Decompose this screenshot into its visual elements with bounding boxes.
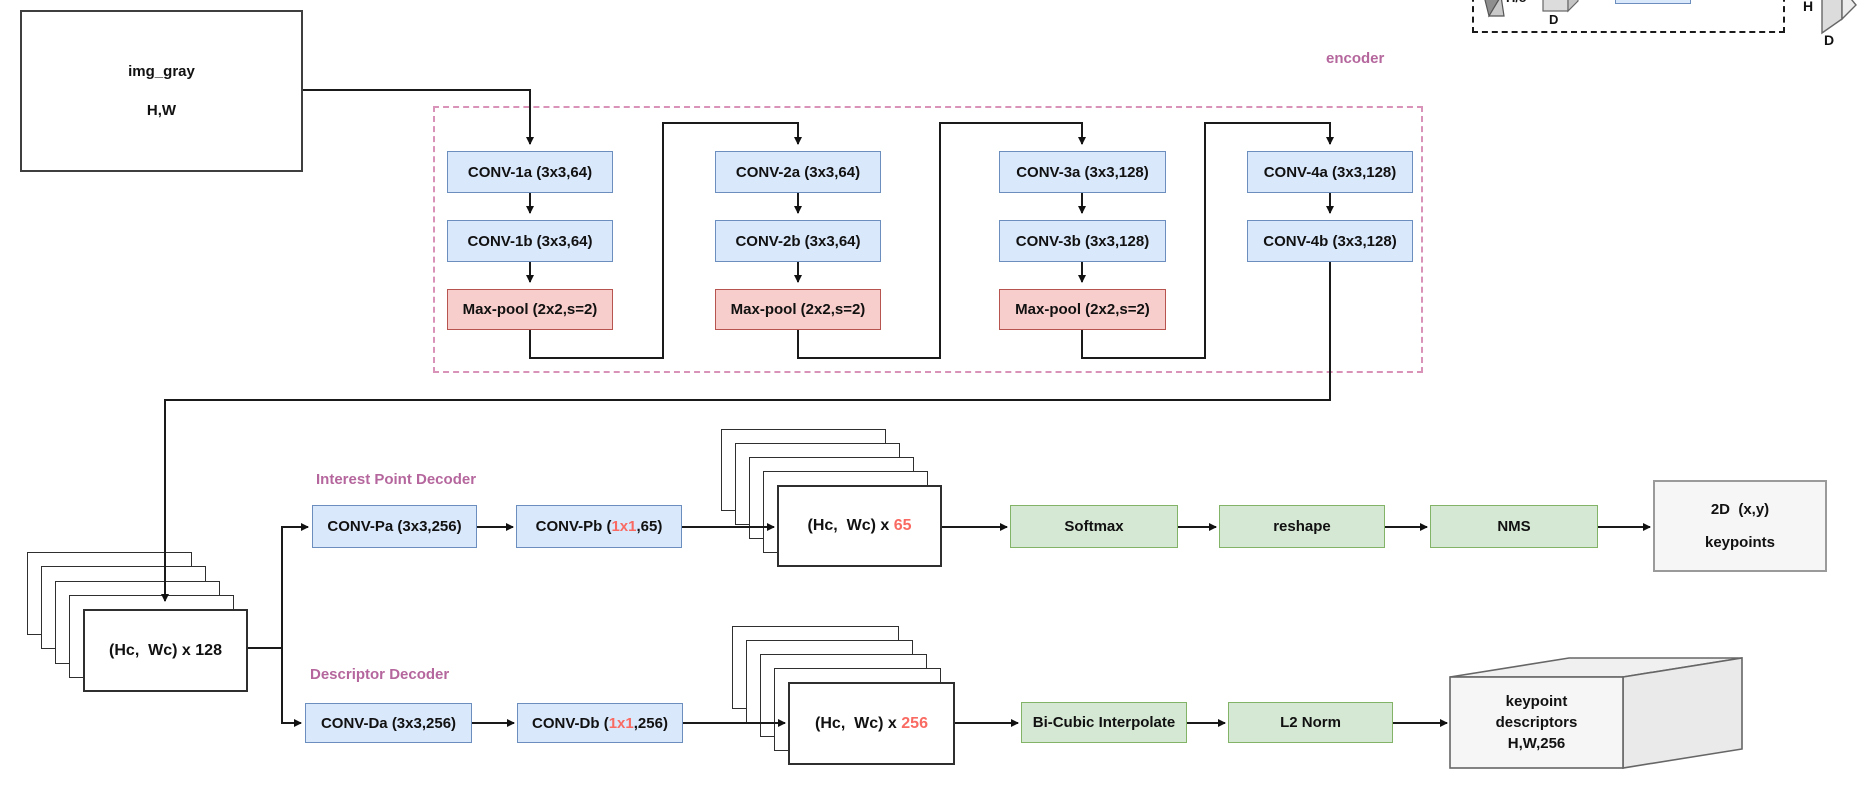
conv-pb-prefix: CONV-Pb ( (535, 518, 612, 535)
feature-128-count: 128 (195, 641, 222, 659)
conv-4a-box: CONV-4a (3x3,128) (1247, 151, 1413, 193)
legend-conv-swatch (1615, 0, 1691, 4)
legend-cube-glyph (1542, 0, 1579, 13)
conv-3b-box: CONV-3b (3x3,128) (999, 220, 1166, 262)
wire-input-to-conv1a (303, 89, 534, 145)
descriptor-output-box: keypoint descriptors H,W,256 (1450, 677, 1623, 768)
interest-point-decoder-label: Interest Point Decoder (316, 471, 477, 488)
feature-65-label: (Hc, Wc) x (807, 517, 894, 534)
bicubic-interpolate-box: Bi-Cubic Interpolate (1021, 702, 1187, 743)
wire-pool3-to-conv4a (1081, 122, 1334, 359)
legend-h8-label: H/8 (1506, 0, 1526, 5)
feature-stack-65-box: (Hc, Wc) x 65 (777, 485, 942, 567)
softmax-box: Softmax (1010, 505, 1178, 548)
feature-256-label: (Hc, Wc) x (815, 714, 902, 732)
conv-3a-box: CONV-3a (3x3,128) (999, 151, 1166, 193)
feature-256-count: 256 (901, 714, 928, 732)
legend-dashed-frame (1472, 0, 1785, 33)
conv-db-suffix: ,256) (633, 714, 668, 732)
reshape-box: reshape (1219, 505, 1385, 548)
maxpool-1-box: Max-pool (2x2,s=2) (447, 289, 613, 330)
keypoints-output-box: 2D (x,y) keypoints (1653, 480, 1827, 572)
descriptor-output-line1: keypoint (1505, 693, 1568, 710)
tensor-h-label: H (1803, 0, 1814, 14)
wire-pool1-to-conv2a (529, 122, 802, 359)
feature-65-count: 65 (893, 517, 912, 534)
wire-conv4b-to-features (161, 262, 1331, 602)
conv-2a-box: CONV-2a (3x3,64) (715, 151, 881, 193)
input-image-size: H,W (146, 102, 177, 119)
conv-da-box: CONV-Da (3x3,256) (305, 703, 472, 743)
input-image-box: img_gray H,W (20, 10, 303, 172)
conv-db-prefix: CONV-Db ( (532, 714, 609, 732)
conv-db-box: CONV-Db (1x1,256) (517, 703, 683, 743)
encoder-dashed-frame (433, 106, 1423, 373)
nms-box: NMS (1430, 505, 1598, 548)
encoder-section-label: encoder (1326, 50, 1385, 67)
keypoints-output-line1: 2D (x,y) (1710, 501, 1770, 518)
feature-stack-256-box: (Hc, Wc) x 256 (788, 682, 955, 765)
l2-norm-box: L2 Norm (1228, 702, 1393, 743)
conv-pb-box: CONV-Pb (1x1,65) (516, 505, 682, 548)
maxpool-2-box: Max-pool (2x2,s=2) (715, 289, 881, 330)
tensor-d-label: D (1824, 32, 1835, 48)
descriptor-cuboid (1449, 657, 1743, 769)
conv-1b-box: CONV-1b (3x3,64) (447, 220, 613, 262)
descriptor-output-line3: H,W,256 (1507, 735, 1566, 752)
descriptor-decoder-label: Descriptor Decoder (310, 666, 450, 683)
legend-tensor-glyph (1484, 0, 1505, 18)
wire-pool2-to-conv3a (797, 122, 1086, 359)
conv-pb-kernel: 1x1 (611, 518, 637, 535)
tensor-prism-glyph (1821, 0, 1857, 35)
feature-stack-128-box: (Hc, Wc) x 128 (83, 609, 248, 692)
feature-128-label: (Hc, Wc) x (109, 641, 196, 659)
conv-1a-box: CONV-1a (3x3,64) (447, 151, 613, 193)
legend-d-label: D (1549, 12, 1559, 27)
keypoints-output-line2: keypoints (1704, 534, 1776, 551)
maxpool-3-box: Max-pool (2x2,s=2) (999, 289, 1166, 330)
conv-pa-box: CONV-Pa (3x3,256) (312, 505, 477, 548)
descriptor-output-line2: descriptors (1495, 714, 1578, 731)
conv-4b-box: CONV-4b (3x3,128) (1247, 220, 1413, 262)
input-image-name: img_gray (128, 63, 195, 80)
conv-db-kernel: 1x1 (608, 714, 634, 732)
conv-2b-box: CONV-2b (3x3,64) (715, 220, 881, 262)
conv-pb-suffix: ,65) (636, 518, 663, 535)
